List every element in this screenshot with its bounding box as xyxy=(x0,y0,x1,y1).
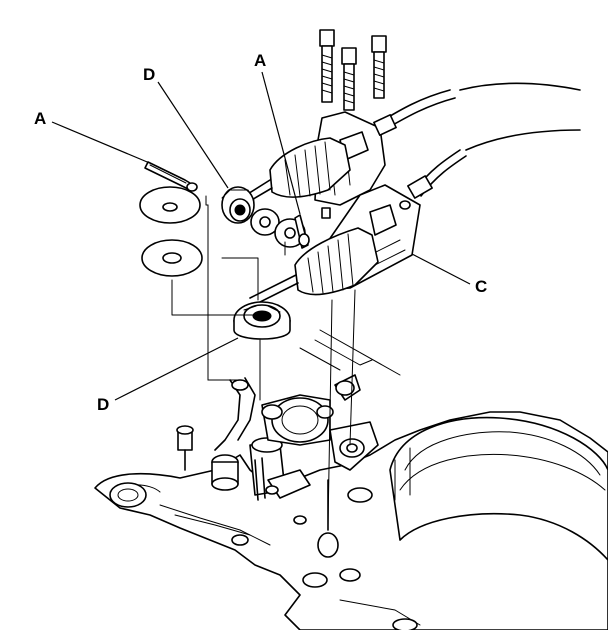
cable-rod xyxy=(349,289,356,446)
callout-c: C xyxy=(475,277,487,296)
spacer-washer xyxy=(141,239,203,277)
cable-rod xyxy=(327,299,333,526)
cable-bushing-upper xyxy=(221,186,255,224)
upper-shift-cable xyxy=(234,89,456,209)
bracket-bolt xyxy=(319,29,335,103)
callout-a-top: A xyxy=(254,51,266,70)
cotter-pin xyxy=(144,161,198,192)
callout-d-bottom: D xyxy=(97,395,109,414)
lower-shift-cable xyxy=(249,82,581,306)
leader-line xyxy=(261,71,301,215)
assembly-guide-lines xyxy=(171,195,401,401)
case-stud xyxy=(176,425,194,471)
leader-line xyxy=(51,121,153,165)
bracket-bolt xyxy=(341,47,357,111)
cable-bushing-lower xyxy=(233,301,291,340)
bracket-bolt xyxy=(371,35,387,99)
cotter-pin xyxy=(294,214,310,249)
callout-d-top: D xyxy=(143,65,155,84)
leader-line xyxy=(114,337,239,401)
flat-washer xyxy=(250,208,280,236)
transmission-case xyxy=(94,411,608,630)
shift-lever-assembly xyxy=(214,374,379,501)
case-boss xyxy=(211,454,239,491)
leader-line xyxy=(411,253,471,285)
callout-a-left: A xyxy=(34,109,46,128)
spacer-washer xyxy=(139,186,201,224)
leader-line xyxy=(157,81,229,189)
